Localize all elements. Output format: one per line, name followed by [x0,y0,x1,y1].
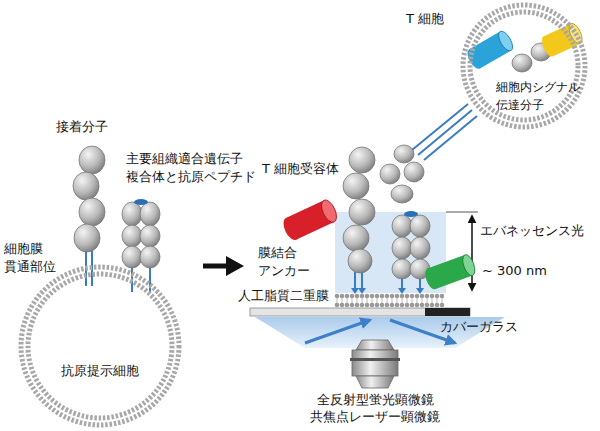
lipid-head [380,294,385,299]
lipid-head [415,294,420,299]
lipid-head [360,303,365,308]
t-cell-receptor [380,104,477,203]
lipid-head [370,294,375,299]
lipid-head [410,294,415,299]
cover-glass [250,308,470,316]
lipid-head [440,303,445,308]
lipid-head [350,294,355,299]
lipid-head [355,303,360,308]
lipid-head [425,294,430,299]
lipid-head [400,303,405,308]
lipid-head [440,294,445,299]
lipid-head [335,303,340,308]
lipid-head [345,303,350,308]
molecule-label: 細胞内シグナル 伝達分子 [496,78,580,114]
lipid-head [430,294,435,299]
incident-arrow [305,320,370,343]
lipid-head [390,303,395,308]
cell-name: 抗原提示細胞 [61,362,139,380]
membrane-inner [28,274,172,418]
adhesion-molecule-right [343,147,375,294]
mhc-right [392,211,430,294]
lipid-head [370,303,375,308]
lipid-head [425,303,430,308]
lipid-head [390,294,395,299]
lipid-head [405,294,410,299]
lipid-head [365,303,370,308]
lipid-head [420,303,425,308]
lipid-head [405,303,410,308]
lipid-head [430,303,435,308]
yellow-cylinder [539,22,585,59]
lipid-head [340,294,345,299]
membrane-outer [463,5,585,127]
transition-arrow [203,256,244,276]
lipid-head [385,303,390,308]
lipid-head [380,303,385,308]
lipid-head [395,294,400,299]
part-label: T 細胞受容体 [262,160,339,178]
lipid-bilayer [335,294,445,308]
part-label: 細胞膜 貫通部位 [4,240,56,276]
lipid-head [385,294,390,299]
lipid-head [360,294,365,299]
objective-lens [350,340,400,388]
lipid-head [340,303,345,308]
lipid-head [400,294,405,299]
lipid-head [435,303,440,308]
cell-outline [18,264,182,428]
lipid-head [355,294,360,299]
lipid-head [420,294,425,299]
cell-name: T 細胞 [406,10,444,28]
part-label: 全反射型蛍光顕微鏡 共焦点レーザー顕微鏡 [310,391,440,425]
red-fluorophore [280,198,339,243]
part-label: 人工脂質二重膜 [238,287,329,305]
lipid-head [395,303,400,308]
lipid-head [335,294,340,299]
lipid-head [435,294,440,299]
lipid-head [350,303,355,308]
part-label: 接着分子 [56,118,108,136]
lipid-head [415,303,420,308]
field-tick [446,212,478,213]
part-label: 膜結合 アンカー [258,244,310,280]
membrane-outer [21,267,179,425]
lipid-head [345,294,350,299]
t-cell: T 細胞細胞内シグナル 伝達分子 [460,2,588,130]
cover-glass-edge [425,308,470,316]
lipid-head [375,294,380,299]
evanescent-field [335,212,446,293]
lipid-head [365,294,370,299]
part-label: ~ 300 nm [482,262,547,280]
part-label: カバーガラス [440,318,518,336]
green-fluorophore [423,253,478,291]
part-label: エバネッセンス光 [480,222,584,240]
part-label: 主要組織適合遺伝子 複合体と抗原ペプチド [126,150,256,186]
dimension-arrow [471,216,473,290]
lipid-head [410,303,415,308]
antigen-presenting-cell: 抗原提示細胞 [18,264,182,428]
lipid-head [375,303,380,308]
